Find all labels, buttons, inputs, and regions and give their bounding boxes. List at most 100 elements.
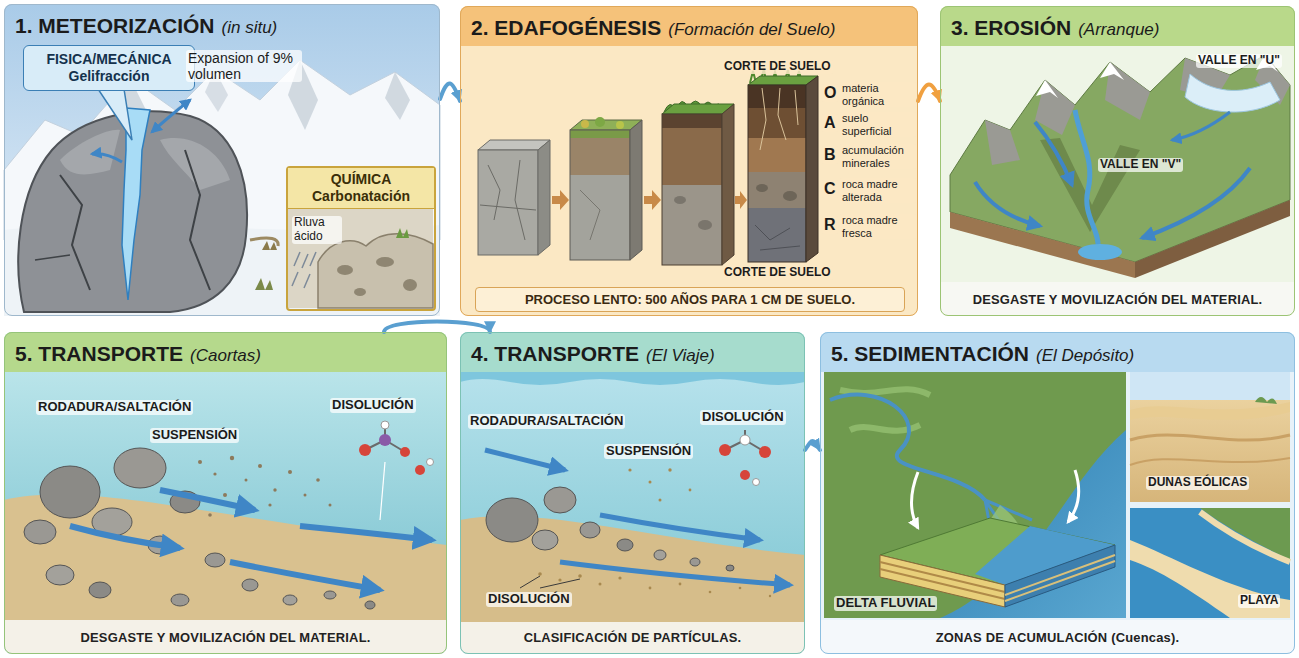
transport-scene-b-part [460,372,805,385]
soil-scene-part [755,225,800,250]
panel-header: 5. TRANSPORTE(Caortas) [15,342,261,366]
transport-scene-b-part-part [769,595,771,597]
transport-scene-b-part-part [628,468,631,471]
sedimentation-scene-part [1130,372,1290,502]
erosion-scene-part [1078,244,1122,260]
soil-scene-part [478,150,538,255]
soil-scene-part [748,172,806,208]
weathering-scene-part [396,228,409,238]
sedimentation-scene-part [1130,458,1290,465]
part-label: suelo superficial [840,112,916,137]
sedimentation-scene-part [820,332,1295,654]
erosion-scene-part [1100,62,1124,80]
weathering-scene-part [337,265,353,275]
erosion-scene-part [940,6,1295,46]
transport-scene-b-part [740,470,750,480]
box-text: PROCESO LENTO: 500 AÑOS PARA 1 CM DE SUE… [482,292,898,307]
transport-scene-a-part-part [198,460,202,464]
sedimentation-scene-part [1200,508,1290,560]
soil-scene-part [570,138,630,175]
transport-scene-a-part [379,434,391,446]
soil-scene-part [662,114,722,128]
part-label: Expansion of 9% volumen [186,50,302,82]
stage-title: 4. TRANSPORTE [471,342,639,366]
transport-scene-a-part [160,490,255,510]
erosion-scene-part [975,182,1040,226]
transport-scene-a-part [24,520,56,544]
part-label: A [822,114,838,132]
soil-scene-part [538,140,550,255]
transport-scene-a-part-part [329,504,332,507]
part-label: acumulación minerales [840,144,916,169]
weathering-scene-part [250,238,278,246]
part-label: DISOLUCIÓN [330,398,416,413]
sedimentation-scene-part [880,562,1005,599]
transport-scene-a-part [70,526,180,548]
transport-scene-a-part [359,444,371,456]
flow-arrow [918,85,940,102]
transport-scene-a-part [4,332,447,372]
part-label: CORTE DE SUELO [722,266,833,280]
weathering-scene-part [262,241,277,250]
erosion-scene-part [940,282,1295,316]
weathering-scene-part [185,150,210,290]
erosion-scene-part [1075,110,1098,248]
transport-scene-b-part-part [739,587,742,590]
weathering-scene-part [4,4,440,316]
sedimentation-scene-part [1130,508,1290,618]
transport-scene-a-part-part [258,464,262,468]
sedimentation-scene-part [820,332,1295,372]
transport-scene-b-part [740,435,750,445]
erosion-scene-part [940,6,1295,316]
sedimentation-scene-part [1068,470,1079,522]
part-label: roca madre fresca [840,214,916,239]
stage-title: 1. METEORIZACIÓN [15,14,215,38]
transport-scene-b-part-part [599,583,602,586]
transport-scene-b-part-part [649,481,652,484]
callout-box: FISICA/MECÁNICA Gelifracción [23,45,195,91]
transport-scene-b-part-part [709,591,712,594]
transport-scene-b-part [560,562,790,585]
weathering-scene-part [255,278,273,290]
transport-scene-b-part [486,498,538,542]
weathering-scene [4,4,440,316]
panel-header: 3. EROSIÓN(Arranque) [951,16,1159,40]
transport-scene-b-part [538,468,771,597]
transport-scene-a-part-part [304,494,307,497]
weathering-scene-part [287,208,433,308]
sedimentation-scene-part [1130,435,1290,440]
soil-scene-part [806,76,818,262]
sedimentation-scene-part [820,620,1295,654]
transport-scene-b-part-part [578,574,582,578]
transport-scene-b [460,332,805,654]
transport-scene-a-part [427,459,434,466]
soil-scene-part [735,191,747,209]
part-label: RODADURA/SALTACIÓN [36,400,193,415]
transport-scene-a-part-part [208,513,212,517]
part-label: DISOLUCIÓN [486,592,572,607]
part-label: VALLE EN "U" [1196,54,1282,68]
transport-scene-a-part [300,526,432,540]
transport-scene-b-part [719,444,731,456]
part-label: R [822,216,838,234]
sedimentation-scene-part [1130,402,1290,420]
soil-scene-part [748,208,806,262]
weathering-scene-part [376,257,394,267]
transport-scene-a-part [230,562,380,590]
transport-scene-b-part [460,622,805,654]
soil-scene-part [616,121,624,129]
transport-scene-b-part [753,479,760,486]
caption-box: PROCESO LENTO: 500 AÑOS PARA 1 CM DE SUE… [475,287,905,312]
transport-scene-a-part [89,582,111,598]
transport-scene-b-part [532,530,558,550]
stage-title: 5. SEDIMENTACIÓN [831,342,1029,366]
weathering-scene-part [385,72,410,120]
panel-header: 4. TRANSPORTE(El Viaje) [471,342,715,366]
transport-scene-b-part [725,430,765,452]
soil-scene-part [756,184,768,192]
soil-scene-part [674,196,686,204]
part-label: DISOLUCIÓN [700,410,786,425]
flow-arrow [805,441,820,450]
